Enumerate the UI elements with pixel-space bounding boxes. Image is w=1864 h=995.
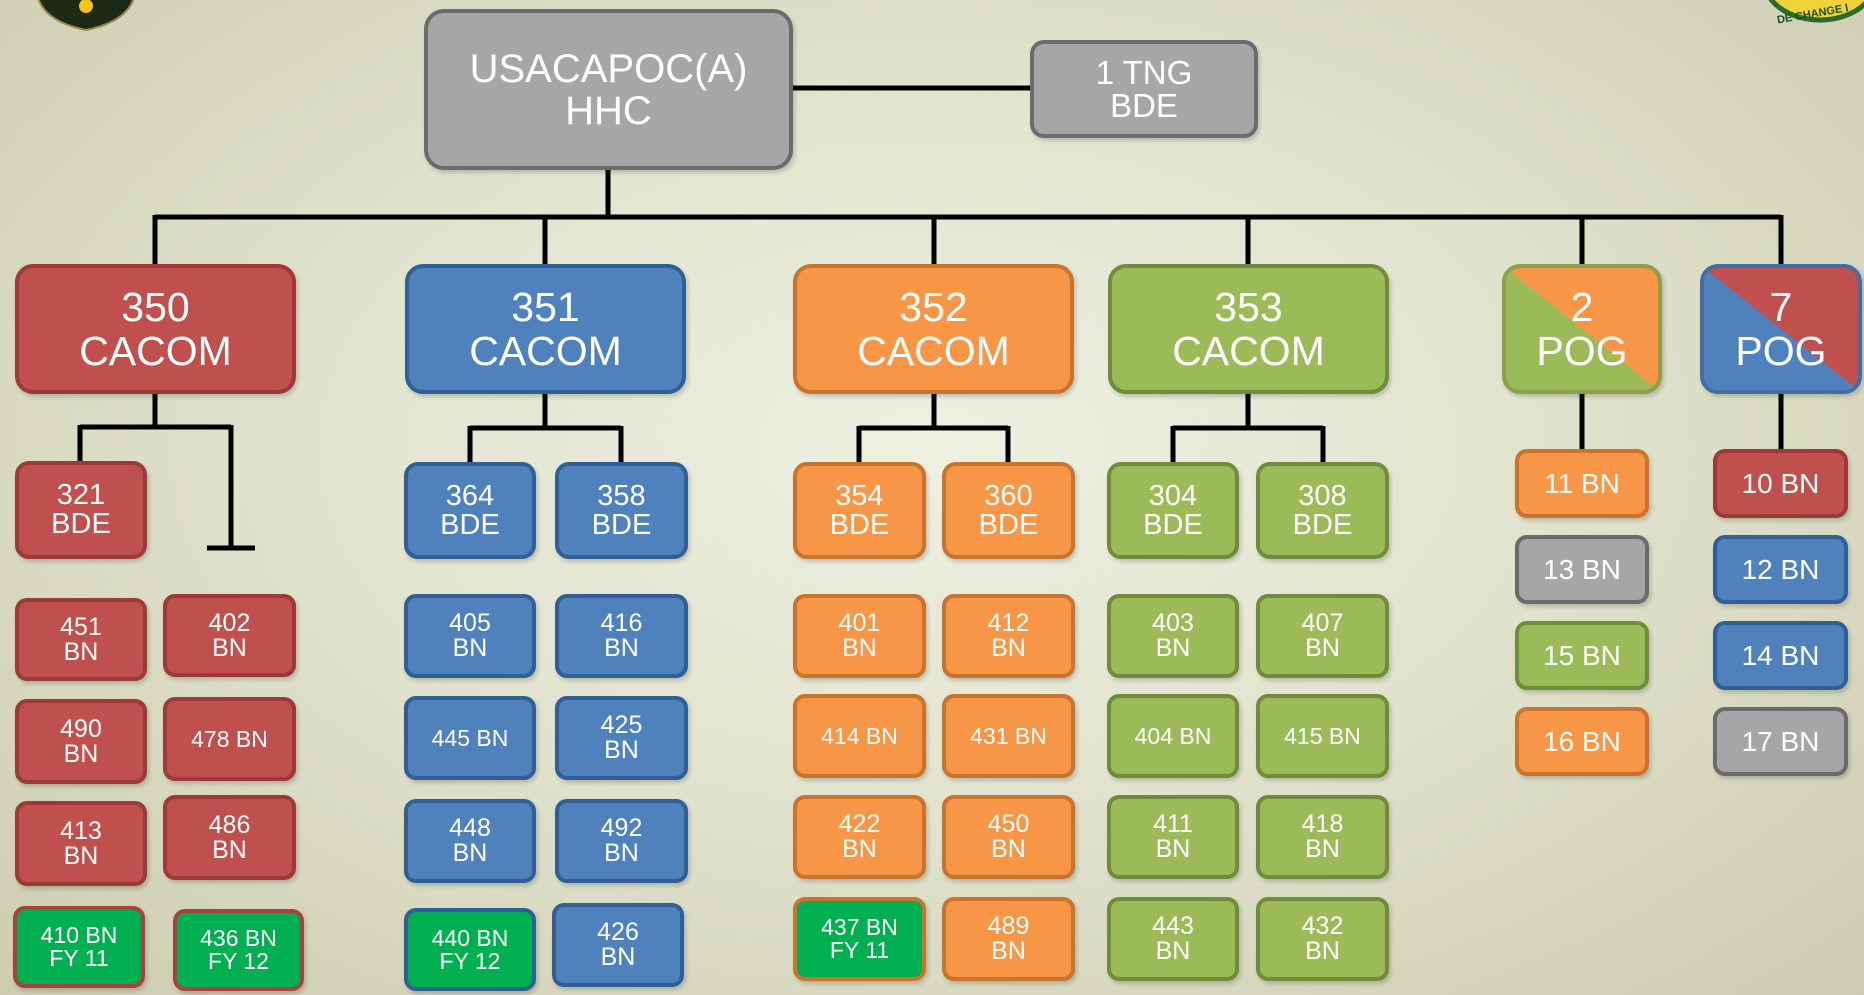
unit-seal-logo-right: DE CHANGE I [1768,0,1864,24]
490-bn-box: 490 BN [15,699,147,784]
353-cacom-box: 353 CACOM [1108,264,1389,394]
443-bn-box: 443 BN [1107,897,1239,981]
354-bde-box: 354 BDE [793,462,926,559]
14-bn-box: 14 BN [1713,621,1848,690]
351-cacom-box: 351 CACOM [405,264,686,394]
403-bn-box: 403 BN [1107,594,1239,678]
connector-lines [77,85,1784,551]
489-bn-box: 489 BN [942,897,1075,981]
321-bde-box: 321 BDE [15,461,147,559]
304-bde-box: 304 BDE [1107,462,1239,559]
405-bn-box: 405 BN [404,594,536,678]
413-bn-box: 413 BN [15,801,147,886]
422-bn-box: 422 BN [793,795,926,879]
shield-logo-left [37,0,135,32]
426-bn-box: 426 BN [552,903,684,987]
425-bn-box: 425 BN [555,696,688,780]
13-bn-box: 13 BN [1515,535,1649,604]
431-bn-box: 431 BN [942,694,1075,778]
402-bn-box: 402 BN [163,594,296,677]
404-bn-box: 404 BN [1107,694,1239,778]
364-bde-box: 364 BDE [404,462,536,559]
12-bn-box: 12 BN [1713,535,1848,604]
415-bn-box: 415 BN [1256,694,1389,778]
17-bn-box: 17 BN [1713,707,1848,776]
308-bde-box: 308 BDE [1256,462,1389,559]
401-bn-box: 401 BN [793,594,926,678]
450-bn-box: 450 BN [942,795,1075,879]
418-bn-box: 418 BN [1256,795,1389,879]
486-bn-box: 486 BN [163,795,296,880]
410-bn-fy11-box: 410 BN FY 11 [13,906,145,988]
7-pog-box: 7 POG [1700,264,1862,394]
411-bn-box: 411 BN [1107,795,1239,879]
451-bn-box: 451 BN [15,598,147,681]
10-bn-box: 10 BN [1713,449,1848,518]
407-bn-box: 407 BN [1256,594,1389,678]
usacapoc-hhc-box: USACAPOC(A) HHC [424,9,793,170]
15-bn-box: 15 BN [1515,621,1649,690]
1-tng-bde-box: 1 TNG BDE [1030,40,1258,138]
352-cacom-box: 352 CACOM [793,264,1074,394]
492-bn-box: 492 BN [555,799,688,883]
440-bn-fy12-box: 440 BN FY 12 [404,908,536,991]
412-bn-box: 412 BN [942,594,1075,678]
436-bn-fy12-box: 436 BN FY 12 [173,909,304,991]
437-bn-fy11-box: 437 BN FY 11 [793,897,926,981]
414-bn-box: 414 BN [793,694,926,778]
416-bn-box: 416 BN [555,594,688,678]
448-bn-box: 448 BN [404,799,536,883]
16-bn-box: 16 BN [1515,707,1649,776]
445-bn-box: 445 BN [404,696,536,780]
360-bde-box: 360 BDE [942,462,1075,559]
2-pog-box: 2 POG [1502,264,1662,394]
350-cacom-box: 350 CACOM [15,264,296,394]
432-bn-box: 432 BN [1256,897,1389,981]
478-bn-box: 478 BN [163,697,296,781]
358-bde-box: 358 BDE [555,462,688,559]
11-bn-box: 11 BN [1515,449,1649,518]
